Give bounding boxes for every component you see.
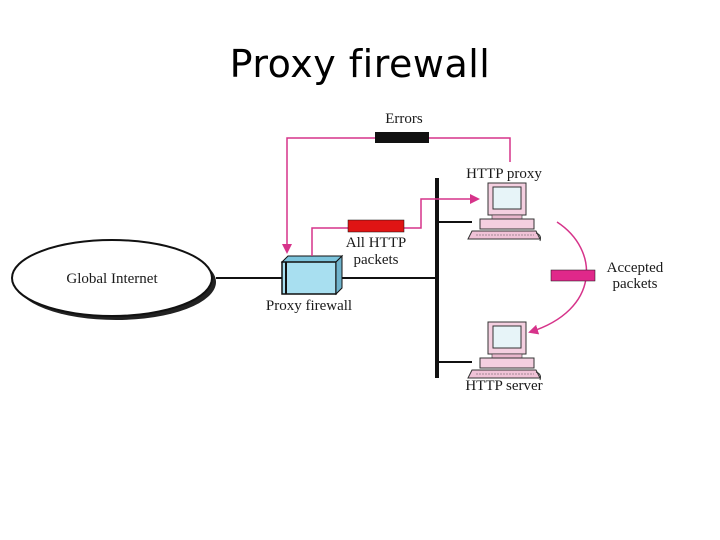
all-http-packets-label-line2: packets xyxy=(354,252,399,268)
all-http-packet xyxy=(347,219,405,233)
accepted-packet xyxy=(550,269,596,282)
proxy-firewall-label: Proxy firewall xyxy=(266,298,352,314)
errors-label: Errors xyxy=(385,111,423,127)
http-proxy-label: HTTP proxy xyxy=(466,166,542,182)
errors-packet xyxy=(375,132,429,143)
http-server-computer xyxy=(467,321,541,381)
all-http-packets-label-line1: All HTTP xyxy=(346,235,406,251)
global-internet-node: Global Internet xyxy=(11,239,216,320)
all-http-packets-arrow xyxy=(311,194,480,256)
slide-title: Proxy firewall xyxy=(229,42,491,86)
global-internet-label: Global Internet xyxy=(66,271,158,287)
proxy-firewall-box xyxy=(280,254,344,296)
accepted-packets-label-line2: packets xyxy=(613,276,658,292)
http-proxy-computer xyxy=(467,182,541,242)
http-server-label: HTTP server xyxy=(465,378,542,394)
accepted-packets-label-line1: Accepted xyxy=(607,260,664,276)
